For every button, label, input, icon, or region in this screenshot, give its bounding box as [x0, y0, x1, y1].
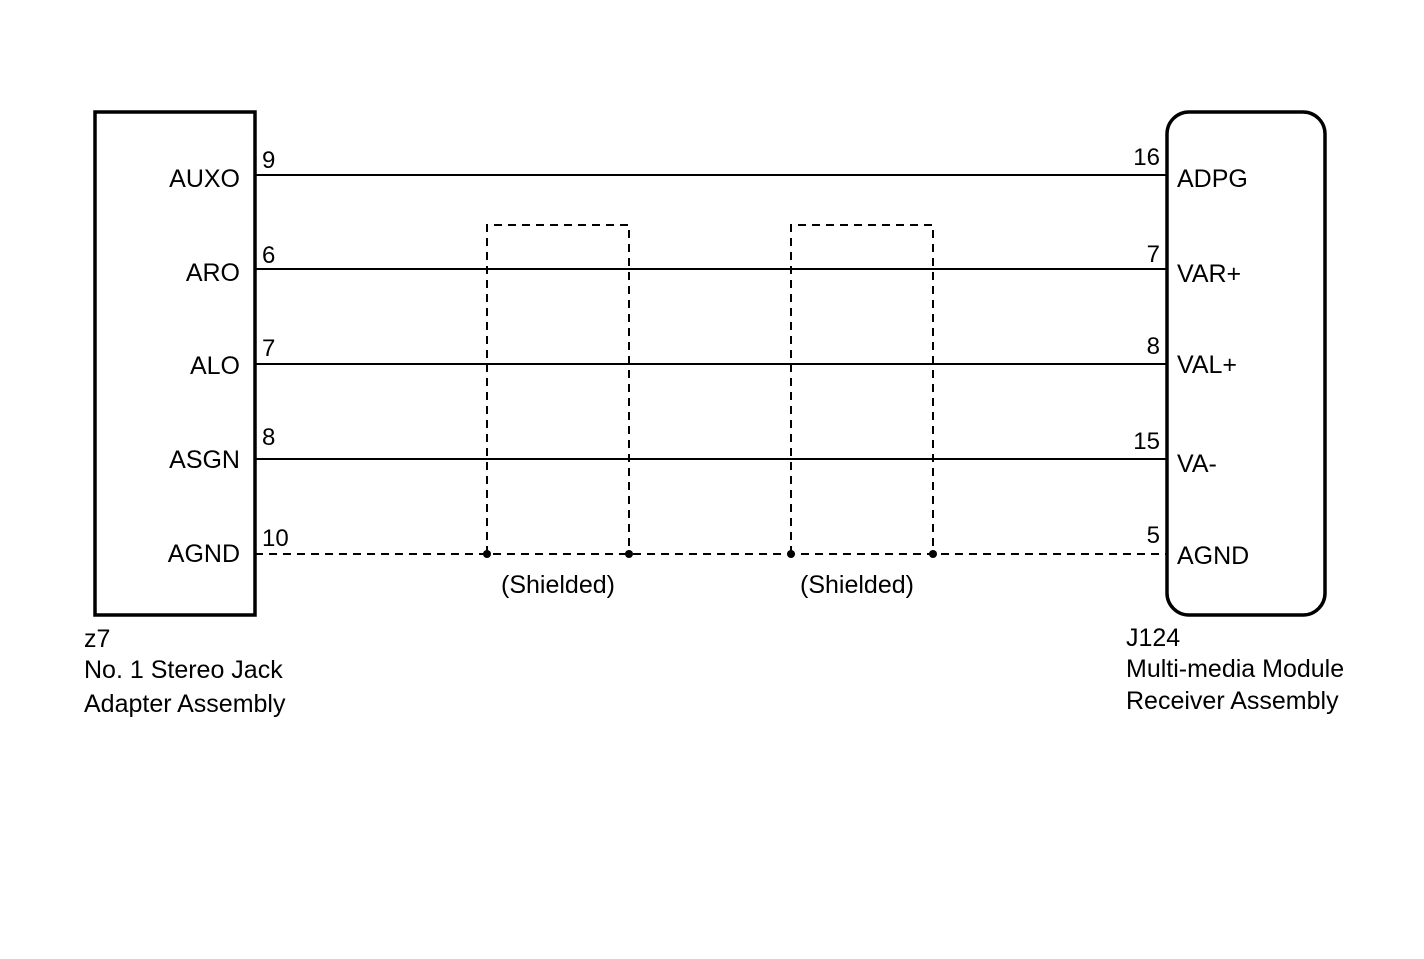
left-pin-number: 6	[262, 242, 275, 269]
shield-label: (Shielded)	[800, 571, 914, 599]
left-pin-number: 8	[262, 424, 275, 451]
left-pin-number: 10	[262, 525, 289, 552]
left-signal-label: ALO	[190, 352, 240, 380]
right-pin-number: 15	[1133, 428, 1160, 455]
right-component-name-line1: Multi-media Module	[1126, 655, 1344, 683]
shield-2-junction-right	[929, 550, 937, 558]
right-signal-label: VA-	[1177, 450, 1217, 478]
shield-2-outline	[790, 224, 934, 554]
left-pin-number: 9	[262, 147, 275, 174]
right-signal-label: VAL+	[1177, 351, 1237, 379]
right-component-name-line2: Receiver Assembly	[1126, 687, 1339, 715]
right-component-id: J124	[1126, 624, 1180, 652]
right-signal-label: AGND	[1177, 542, 1249, 570]
right-signal-label: VAR+	[1177, 260, 1241, 288]
right-signal-label: ADPG	[1177, 165, 1248, 193]
right-pin-number: 5	[1147, 522, 1160, 549]
left-component-name-line2: Adapter Assembly	[84, 690, 286, 718]
shield-1-junction-left	[483, 550, 491, 558]
left-signal-label: AUXO	[169, 165, 240, 193]
left-component-id: z7	[84, 625, 110, 653]
left-signal-label: ARO	[186, 259, 240, 287]
left-signal-label: AGND	[168, 540, 240, 568]
shield-1-outline	[486, 224, 630, 554]
right-pin-number: 16	[1133, 144, 1160, 171]
left-signal-label: ASGN	[169, 446, 240, 474]
right-pin-number: 7	[1147, 241, 1160, 268]
left-pin-number: 7	[262, 335, 275, 362]
shield-2-junction-left	[787, 550, 795, 558]
right-pin-number: 8	[1147, 333, 1160, 360]
left-component-name-line1: No. 1 Stereo Jack	[84, 656, 283, 684]
shield-label: (Shielded)	[501, 571, 615, 599]
shield-1-junction-right	[625, 550, 633, 558]
